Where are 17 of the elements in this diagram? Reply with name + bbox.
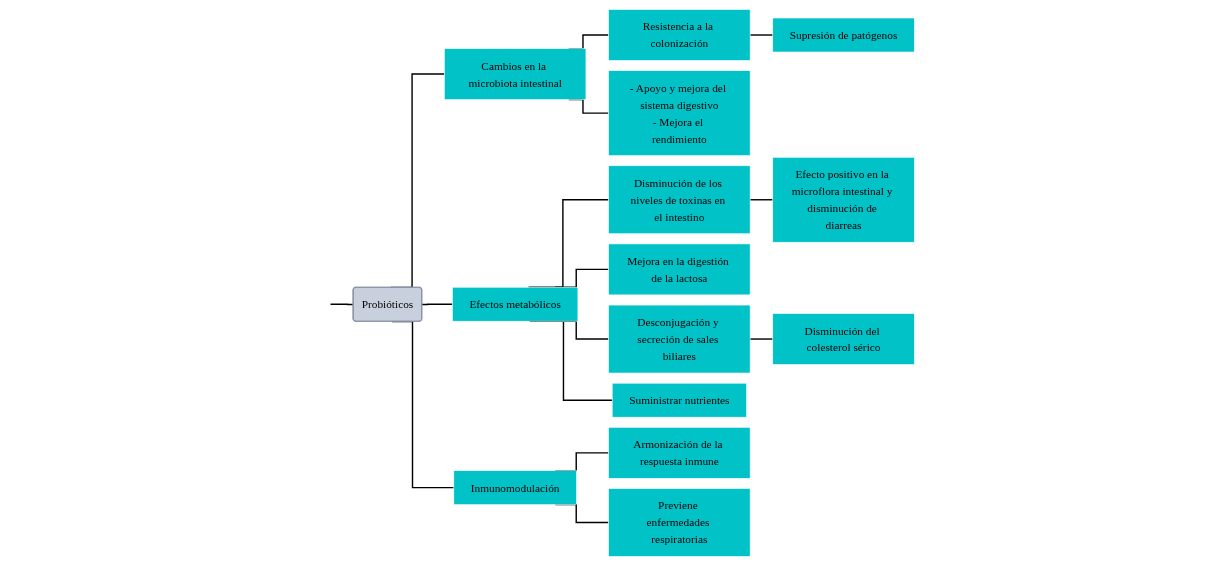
connector xyxy=(749,338,774,340)
node-box: Supresión de patógenos xyxy=(772,17,915,53)
node-box: Cambios en la microbiota intestinal xyxy=(443,48,586,100)
node-box: Suministrar nutrientes xyxy=(611,382,747,418)
node-box: Mejora en la digestión de la lactosa xyxy=(607,243,750,296)
connector xyxy=(749,34,774,36)
node-box: Efecto positivo en la microflora intestinal y disminución de diarreas xyxy=(772,157,915,243)
node-box: Inmunomodulación xyxy=(453,470,577,505)
node-box: Disminución de los niveles de toxinas en el intestino xyxy=(607,165,750,234)
node-box: Previene enfermedades respiratorias xyxy=(607,488,750,557)
node-box: Armonización de la respuesta inmune xyxy=(607,427,750,479)
node-box: Disminución del colesterol sérico xyxy=(772,313,915,365)
node-box: Efectos metabólicos xyxy=(451,286,578,322)
node-box: Resistencia a la colonización xyxy=(607,9,750,61)
connector xyxy=(749,199,774,201)
node-box: - Apoyo y mejora del sistema digestivo - Mejora el rendimiento xyxy=(607,70,750,156)
node-box: Desconjugación y secreción de sales biliares xyxy=(607,304,750,374)
